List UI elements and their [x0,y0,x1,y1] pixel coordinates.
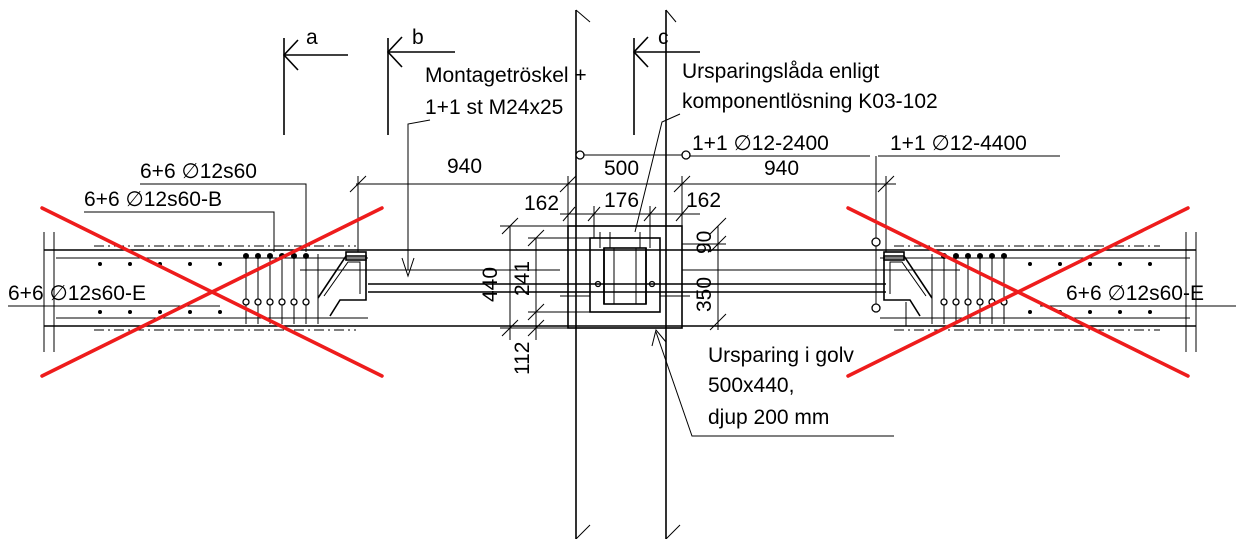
section-label-c: c [658,26,669,49]
section-marker-c: c [632,26,700,135]
recess-label-line1: Ursparing i golv [708,344,854,367]
centre-lines [575,9,681,539]
threshold-label-line1: Montagetröskel + [425,64,587,87]
threshold-label-line2: 1+1 st M24x25 [425,96,563,119]
recess-note: Ursparing i golv 500x440, djup 200 mm [651,328,894,437]
dim-176: 176 [604,189,639,212]
slab-lines [43,232,1197,352]
dim-90: 90 [693,231,716,254]
dim-241: 241 [511,261,534,296]
leader-node-4400-bottom [871,303,881,313]
section-marker-b: b [386,26,455,135]
left-cross-out [40,206,384,378]
recess-label-line3: djup 200 mm [708,406,829,429]
right-e-label: 6+6 ∅12s60-E [1040,282,1236,307]
dim-112: 112 [511,342,534,375]
section-marker-a: a [282,26,348,135]
dimension-162-176-162: 162 176 162 [524,189,721,238]
bar-4400-label: 1+1 ∅12-4400 [890,132,1027,155]
dim-162-left: 162 [524,192,559,215]
dim-940-right: 940 [764,157,799,180]
rebar-right-e-label: 6+6 ∅12s60-E [1066,282,1204,305]
dim-162-right: 162 [686,189,721,212]
rebar-s60-label: 6+6 ∅12s60 [140,160,257,183]
dim-940-left: 940 [447,155,482,178]
left-rebar-cluster [98,251,367,324]
leader-node-top [575,150,585,160]
dim-350: 350 [693,277,716,312]
section-label-a: a [306,26,318,49]
recess-label-line2: 500x440, [708,374,794,397]
box-label-line1: Ursparingslåda enligt [682,60,879,83]
floor-recess [567,225,683,329]
leader-node-2400 [681,150,691,160]
right-rebar-cluster [883,251,1152,327]
right-vertical-dimensions: 90 350 [682,217,727,331]
rebar-s60-b-label: 6+6 ∅12s60-B [84,188,222,211]
bar-2400-label: 1+1 ∅12-2400 [692,132,829,155]
dim-500: 500 [604,157,639,180]
top-dimension-chain: 940 500 940 [349,155,896,252]
leader-node-4400-top [871,237,881,247]
box-label-line2: komponentlösning K03-102 [682,90,938,113]
leader-lines [84,113,1060,308]
right-cross-out [846,206,1190,378]
section-label-b: b [412,26,424,49]
rebar-left-e-label: 6+6 ∅12s60-E [8,282,146,305]
